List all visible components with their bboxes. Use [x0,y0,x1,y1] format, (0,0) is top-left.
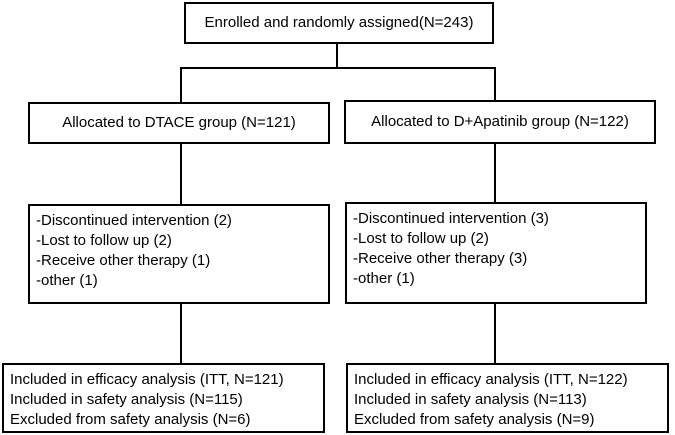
connector-left-allocated-to-dropouts [180,142,182,205]
connector-enrolled-down [336,42,338,68]
connector-horizontal-split [180,67,496,69]
connector-left-to-allocated [180,67,182,103]
dtace-analysis-item: Included in safety analysis (N=115) [10,391,243,408]
apatinib-dropout-item: -Discontinued intervention (3) [353,210,549,227]
connector-left-dropouts-to-analysis [180,302,182,364]
dtace-allocation-label: Allocated to DTACE group (N=121) [62,114,296,131]
apatinib-allocation-box: Allocated to D+Apatinib group (N=122) [344,100,656,144]
dtace-analysis-box: Included in efficacy analysis (ITT, N=12… [2,363,325,433]
apatinib-analysis-item: Excluded from safety analysis (N=9) [354,411,595,428]
connector-right-to-allocated [494,67,496,103]
apatinib-allocation-label: Allocated to D+Apatinib group (N=122) [371,113,629,130]
apatinib-analysis-item: Included in safety analysis (N=113) [354,391,587,408]
dtace-dropout-item: -Discontinued intervention (2) [36,212,232,229]
dtace-dropout-item: -Lost to follow up (2) [36,232,172,249]
dtace-dropouts-box: -Discontinued intervention (2) -Lost to … [28,204,330,304]
connector-right-allocated-to-dropouts [494,142,496,203]
dtace-allocation-box: Allocated to DTACE group (N=121) [28,102,330,144]
apatinib-dropout-item: -Receive other therapy (3) [353,250,528,267]
dtace-analysis-item: Excluded from safety analysis (N=6) [10,411,251,428]
apatinib-dropouts-box: -Discontinued intervention (3) -Lost to … [345,202,647,304]
connector-right-dropouts-to-analysis [494,302,496,364]
apatinib-analysis-item: Included in efficacy analysis (ITT, N=12… [354,371,628,388]
apatinib-analysis-box: Included in efficacy analysis (ITT, N=12… [346,363,669,433]
apatinib-dropout-item: -Lost to follow up (2) [353,230,489,247]
apatinib-dropout-item: -other (1) [353,270,415,287]
dtace-analysis-item: Included in efficacy analysis (ITT, N=12… [10,371,284,388]
enrolled-box: Enrolled and randomly assigned(N=243) [184,2,494,44]
dtace-dropout-item: -other (1) [36,272,98,289]
dtace-dropout-item: -Receive other therapy (1) [36,252,211,269]
enrolled-label: Enrolled and randomly assigned(N=243) [204,14,474,31]
